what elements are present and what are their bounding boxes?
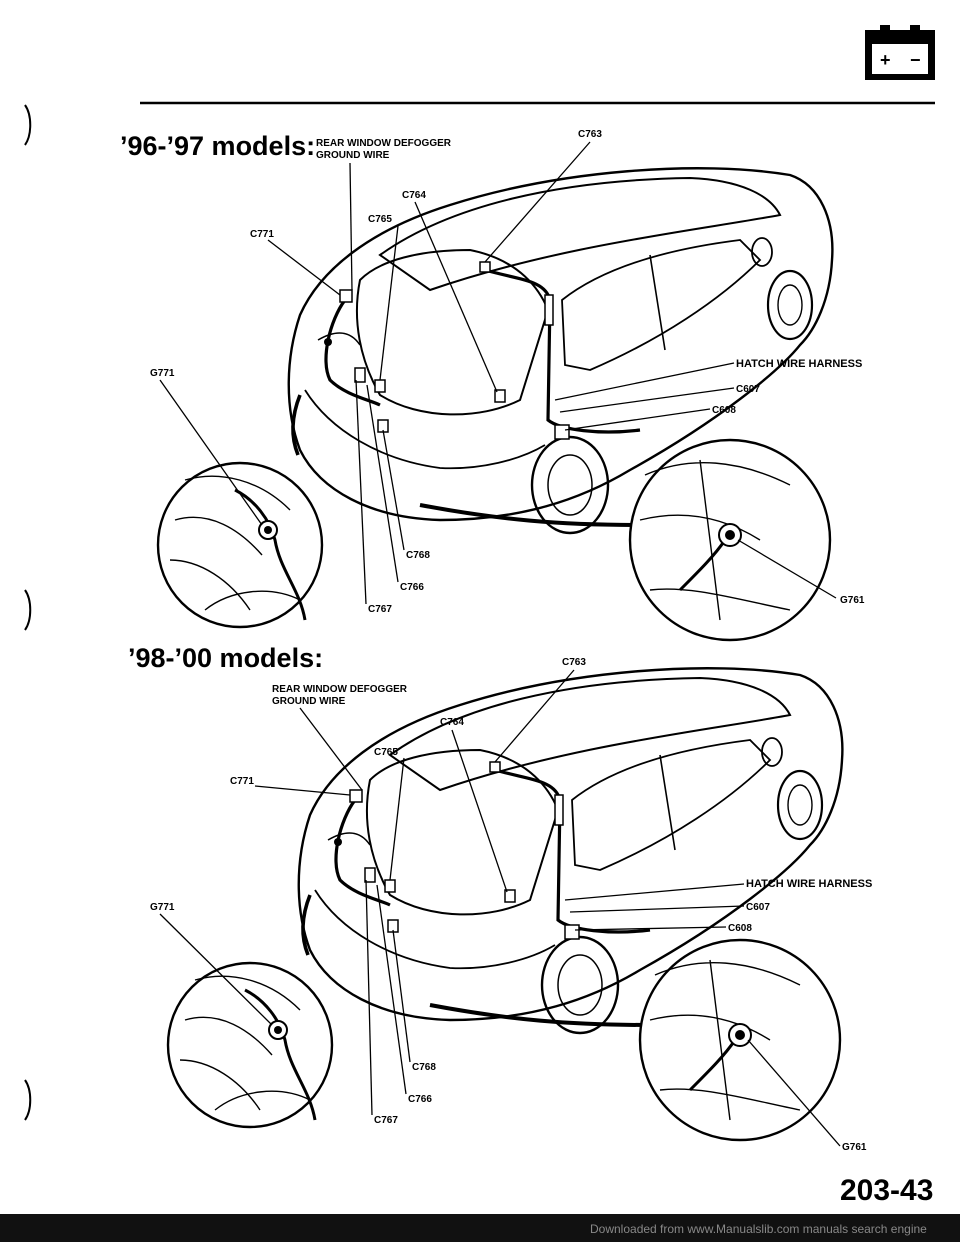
page-number: 203-43 <box>840 1174 933 1207</box>
label-g771: G771 <box>150 902 175 913</box>
label-c763: C763 <box>562 657 586 668</box>
label-c767: C767 <box>374 1115 398 1126</box>
label-c766: C766 <box>408 1094 432 1105</box>
leader-lines <box>159 141 837 605</box>
label-c608: C608 <box>728 923 752 934</box>
label-g761: G761 <box>840 595 865 606</box>
diagram-96-97: ’96-’97 models: REAR WINDOW DEFOGGER GRO… <box>120 129 865 642</box>
label-c763: C763 <box>578 129 602 140</box>
battery-minus: − <box>910 50 921 70</box>
label-c607: C607 <box>736 384 760 395</box>
label-c764: C764 <box>402 190 426 201</box>
label-c765: C765 <box>368 214 392 225</box>
label-rear-defogger: REAR WINDOW DEFOGGER <box>272 684 408 695</box>
label-ground-wire: GROUND WIRE <box>272 696 346 707</box>
label-c771: C771 <box>230 776 254 787</box>
label-c765: C765 <box>374 747 398 758</box>
label-c608: C608 <box>712 405 736 416</box>
label-hatch-harness: HATCH WIRE HARNESS <box>746 878 872 890</box>
label-c768: C768 <box>406 550 430 561</box>
label-g771: G771 <box>150 368 175 379</box>
battery-plus: + <box>880 50 891 70</box>
label-c768: C768 <box>412 1062 436 1073</box>
diagram-title: ’98-’00 models: <box>128 643 323 673</box>
label-c767: C767 <box>368 604 392 615</box>
battery-icon: + − <box>865 25 935 80</box>
label-hatch-harness: HATCH WIRE HARNESS <box>736 358 862 370</box>
label-c764: C764 <box>440 717 464 728</box>
footer-site-text: Downloaded from www.Manualslib.com manua… <box>590 1222 927 1236</box>
label-rear-defogger: REAR WINDOW DEFOGGER <box>316 138 452 149</box>
label-g761: G761 <box>842 1142 867 1153</box>
label-c766: C766 <box>400 582 424 593</box>
label-ground-wire: GROUND WIRE <box>316 150 390 161</box>
diagram-98-00: ’98-’00 models: REAR WINDOW DEFOGGER GRO… <box>128 643 872 1153</box>
footer-band <box>0 1214 960 1242</box>
label-c607: C607 <box>746 902 770 913</box>
leader-lines <box>159 669 841 1147</box>
diagram-title: ’96-’97 models: <box>120 131 315 161</box>
label-c771: C771 <box>250 229 274 240</box>
binder-marks <box>24 104 32 1121</box>
